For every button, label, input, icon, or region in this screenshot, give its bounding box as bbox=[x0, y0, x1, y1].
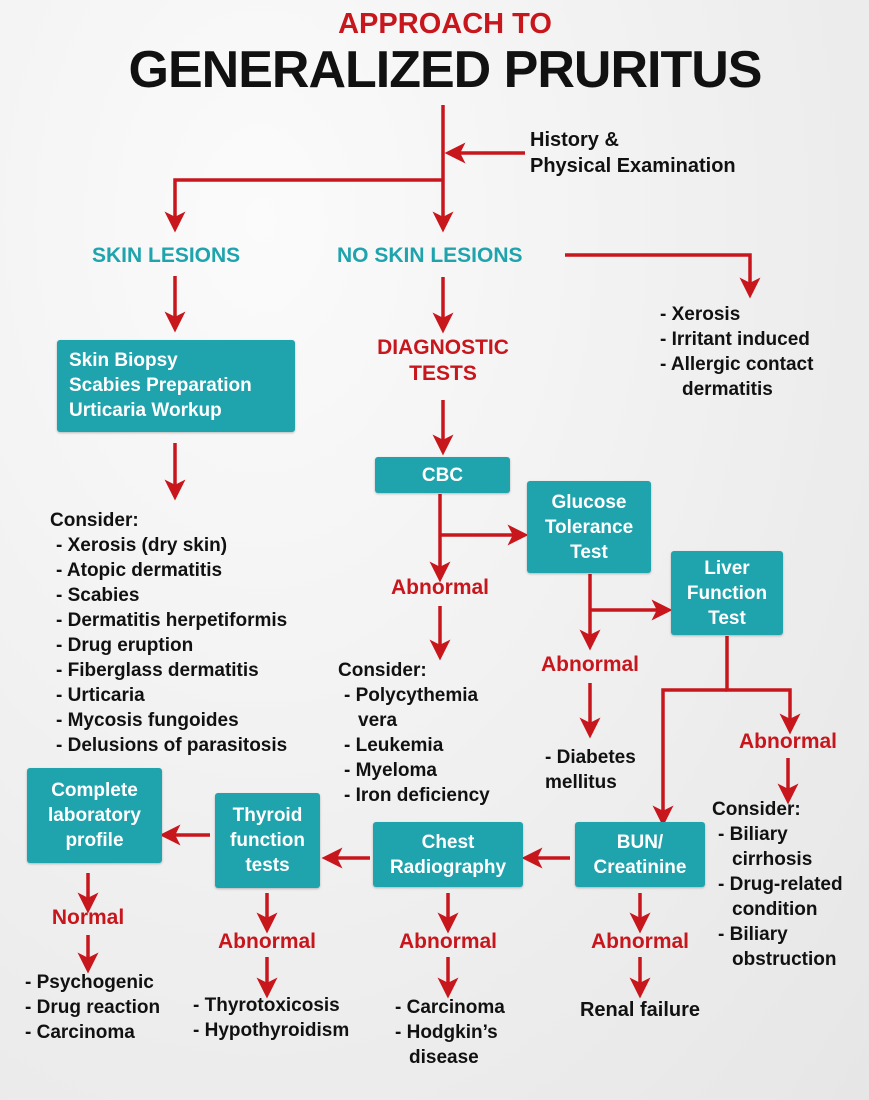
bun-box: BUN/Creatinine bbox=[575, 822, 705, 887]
skin-consider: Consider: - Xerosis (dry skin)- Atopic d… bbox=[50, 510, 288, 756]
chest-abnormal: Abnormal bbox=[398, 930, 498, 953]
glucose-abnormal: Abnormal bbox=[540, 653, 640, 676]
liver-abnormal: Abnormal bbox=[738, 730, 838, 753]
thyroid-abnormal: Abnormal bbox=[217, 930, 317, 953]
bun-consider: Renal failure bbox=[579, 999, 701, 1021]
thyroid-consider: - Thyrotoxicosis- Hypothyroidism bbox=[193, 995, 350, 1041]
page-title: GENERALIZED PRURITUS bbox=[128, 41, 763, 99]
history-label: History &Physical Examination bbox=[530, 129, 736, 177]
cbc-abnormal: Abnormal bbox=[390, 576, 490, 599]
complete-normal: Normal bbox=[51, 906, 125, 929]
arrows bbox=[77, 105, 801, 999]
skin-lesions-label: SKIN LESIONS bbox=[92, 244, 241, 267]
no-lesion-causes-list: - Xerosis- Irritant induced - Allergic c… bbox=[660, 304, 814, 400]
cbc-box: CBC bbox=[375, 457, 510, 493]
title-prefix: APPROACH TO bbox=[338, 8, 552, 40]
bun-abnormal: Abnormal bbox=[590, 930, 690, 953]
no-skin-lesions-label: NO SKIN LESIONS bbox=[337, 244, 523, 267]
complete-consider: - Psychogenic- Drug reaction- Carcinoma bbox=[25, 972, 161, 1043]
